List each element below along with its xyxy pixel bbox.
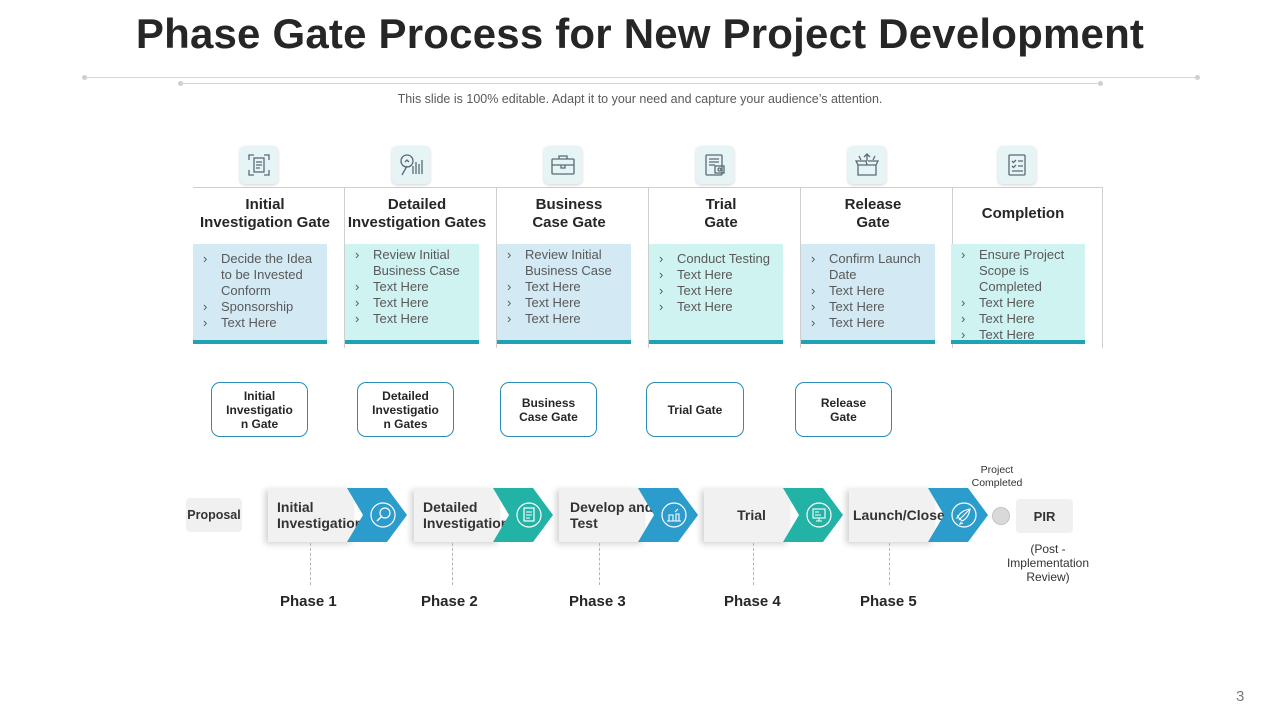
- stage-detailed-investigation: Detailed Investigation: [414, 488, 554, 542]
- gate-details: Confirm Launch Date Text Here Text Here …: [801, 244, 935, 344]
- phase-label-4: Phase 4: [724, 593, 781, 610]
- phase-label-2: Phase 2: [421, 593, 478, 610]
- stage-label: Trial: [737, 507, 766, 523]
- gate-bullet: Text Here: [959, 327, 1079, 343]
- gate-bullet: Text Here: [809, 299, 929, 315]
- gate-details: Review Initial Business Case Text Here T…: [497, 244, 631, 344]
- gate-frame: [497, 187, 649, 348]
- stage-label: Initial Investigation: [277, 499, 364, 531]
- gate-bullet: Confirm Launch Date: [809, 251, 929, 283]
- phase-label-5: Phase 5: [860, 593, 917, 610]
- title-divider-top: [85, 77, 1197, 78]
- phase-connector: [753, 543, 754, 585]
- gate-bullet: Text Here: [959, 295, 1079, 311]
- gate-bullet: Conduct Testing: [657, 251, 777, 267]
- gate-heading: Completion: [981, 205, 1065, 222]
- gate-bullet: Decide the Idea to be Invested Conform: [201, 251, 321, 299]
- slide-title: Phase Gate Process for New Project Devel…: [135, 10, 1145, 57]
- phase-connector: [889, 543, 890, 585]
- gate-details: Decide the Idea to be Invested Conform S…: [193, 244, 327, 344]
- stage-develop-and-test: Develop and Test: [559, 488, 699, 542]
- milestone-marker: [992, 507, 1010, 525]
- gate-bullet: Review Initial Business Case: [353, 247, 473, 279]
- gate-button-detailed-investigation[interactable]: Detailed Investigatio n Gates: [357, 382, 454, 437]
- divider-dot-left-2: [178, 81, 183, 86]
- title-divider-bottom: [180, 83, 1100, 84]
- pir-description: (Post - Implementation Review): [1006, 542, 1090, 584]
- gate-bullet: Review Initial Business Case: [505, 247, 625, 279]
- phase-connector: [452, 543, 453, 585]
- gate-bullet: Text Here: [657, 283, 777, 299]
- gate-details: Conduct Testing Text Here Text Here Text…: [649, 244, 783, 344]
- briefcase-icon: [544, 146, 582, 184]
- gate-bullet: Text Here: [505, 311, 625, 327]
- gate-bullet: Text Here: [201, 315, 321, 331]
- document-scan-icon: [240, 146, 278, 184]
- gate-bullet: Text Here: [657, 267, 777, 283]
- stage-trial: Trial: [704, 488, 844, 542]
- page-number: 3: [1236, 688, 1245, 705]
- gate-bullet: Sponsorship: [201, 299, 321, 315]
- gate-button-release[interactable]: Release Gate: [795, 382, 892, 437]
- gate-bullet: Text Here: [353, 311, 473, 327]
- divider-dot-right-2: [1098, 81, 1103, 86]
- phase-label-3: Phase 3: [569, 593, 626, 610]
- gate-button-trial[interactable]: Trial Gate: [646, 382, 744, 437]
- stage-label: Launch/Close: [853, 507, 945, 523]
- gate-bullet: Text Here: [809, 315, 929, 331]
- gate-button-initial-investigation[interactable]: Initial Investigatio n Gate: [211, 382, 308, 437]
- pir-box: PIR: [1016, 499, 1073, 533]
- magnifier-chart-icon: [392, 146, 430, 184]
- gate-bullet: Ensure Project Scope is Completed: [959, 247, 1079, 295]
- box-launch-icon: [848, 146, 886, 184]
- divider-dot-left: [82, 75, 87, 80]
- gate-bullet: Text Here: [353, 295, 473, 311]
- slide-subtitle: This slide is 100% editable. Adapt it to…: [397, 92, 883, 106]
- gate-frame: [951, 187, 1103, 348]
- stage-launch-close: Launch/Close: [849, 488, 989, 542]
- rocket-icon: [928, 488, 988, 542]
- gate-frame: [649, 187, 801, 348]
- milestone-label: Project Completed: [971, 464, 1023, 489]
- checklist-icon: [998, 146, 1036, 184]
- magnifier-eye-icon: [347, 488, 407, 542]
- proposal-box: Proposal: [186, 498, 242, 532]
- stage-initial-investigation: Initial Investigation: [268, 488, 408, 542]
- phase-label-1: Phase 1: [280, 593, 337, 610]
- lab-bench-icon: [638, 488, 698, 542]
- monitor-test-icon: [783, 488, 843, 542]
- stage-label: Develop and Test: [570, 499, 654, 531]
- gate-bullet: Text Here: [505, 279, 625, 295]
- gate-frame: [193, 187, 345, 348]
- gate-bullet: Text Here: [353, 279, 473, 295]
- gate-bullet: Text Here: [959, 311, 1079, 327]
- gate-frame: [345, 187, 497, 348]
- gate-button-business-case[interactable]: Business Case Gate: [500, 382, 597, 437]
- phase-connector: [310, 543, 311, 585]
- test-board-icon: [696, 146, 734, 184]
- divider-dot-right: [1195, 75, 1200, 80]
- clipboard-icon: [493, 488, 553, 542]
- gate-bullet: Text Here: [809, 283, 929, 299]
- gate-details: Ensure Project Scope is Completed Text H…: [951, 244, 1085, 344]
- gate-bullet: Text Here: [657, 299, 777, 315]
- phase-connector: [599, 543, 600, 585]
- gate-bullet: Text Here: [505, 295, 625, 311]
- stage-label: Detailed Investigation: [423, 499, 510, 531]
- gate-column-6: Completion Ensure Project Scope is Compl…: [951, 146, 1103, 356]
- gate-details: Review Initial Business Case Text Here T…: [345, 244, 479, 344]
